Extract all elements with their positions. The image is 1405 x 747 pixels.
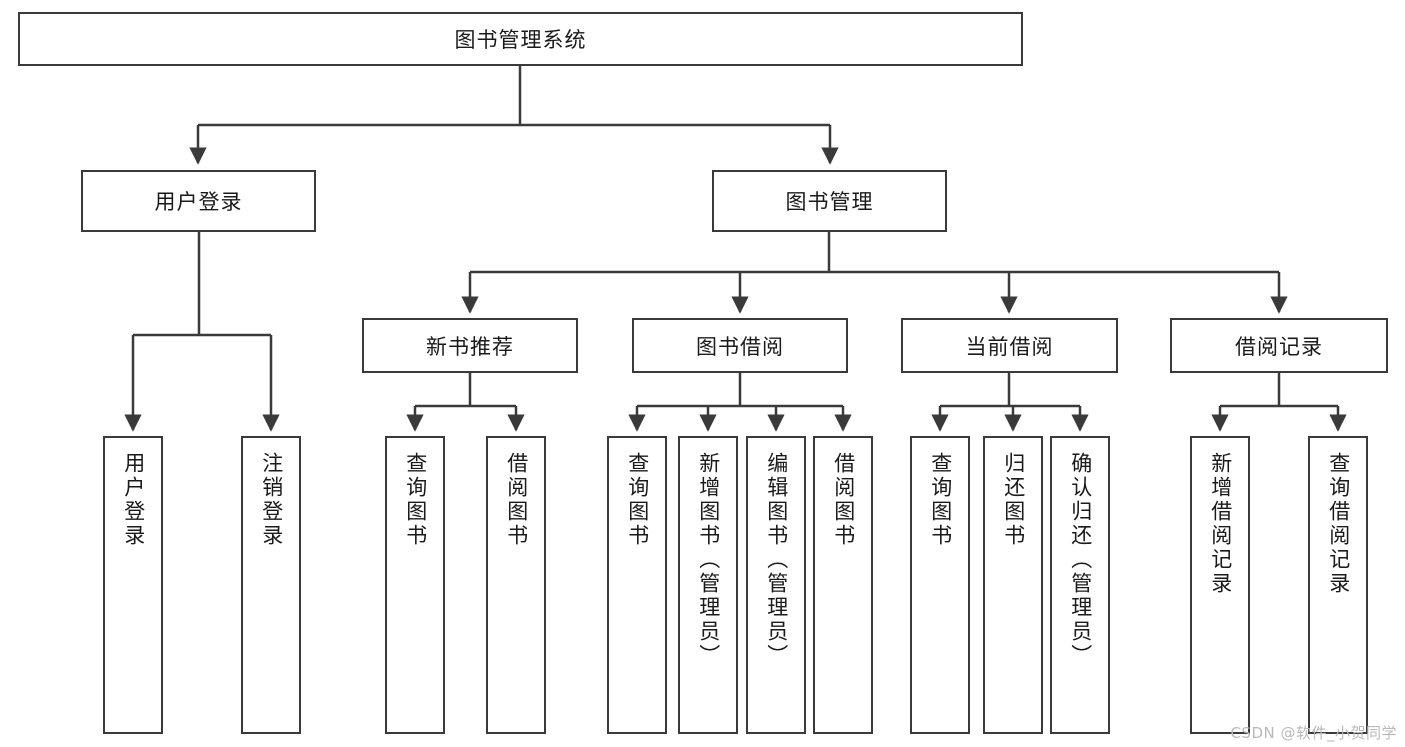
leaf-current-confirm-return[interactable]: 确认归还（管理员） — [1050, 436, 1110, 734]
node-book-manage[interactable]: 图书管理 — [712, 170, 947, 232]
leaf-current-return-book[interactable]: 归还图书 — [983, 436, 1043, 734]
leaf-borrow-add-book[interactable]: 新增图书（管理员） — [678, 436, 738, 734]
node-root-label: 图书管理系统 — [454, 28, 587, 52]
node-user-login[interactable]: 用户登录 — [81, 170, 316, 232]
leaf-borrow-add-book-label: 新增图书（管理员） — [696, 452, 721, 668]
node-book-borrow[interactable]: 图书借阅 — [632, 318, 848, 373]
node-book-manage-label: 图书管理 — [785, 190, 874, 214]
leaf-user-login[interactable]: 用户登录 — [103, 436, 163, 734]
leaf-borrow-edit-book-label: 编辑图书（管理员） — [764, 452, 789, 668]
leaf-current-confirm-return-label: 确认归还（管理员） — [1068, 452, 1093, 668]
node-new-book-recommend[interactable]: 新书推荐 — [362, 318, 578, 373]
leaf-logout-label: 注销登录 — [259, 452, 284, 548]
node-current-borrow[interactable]: 当前借阅 — [901, 318, 1118, 373]
watermark-text: CSDN @软件_小贺同学 — [1230, 724, 1397, 742]
leaf-borrow-query-book-label: 查询图书 — [625, 452, 650, 548]
node-new-book-recommend-label: 新书推荐 — [426, 334, 514, 359]
leaf-borrow-borrow-book-label: 借阅图书 — [831, 452, 856, 548]
leaf-record-add[interactable]: 新增借阅记录 — [1190, 436, 1250, 734]
leaf-newbook-query-book-label: 查询图书 — [403, 452, 428, 548]
leaf-user-login-label: 用户登录 — [121, 452, 146, 548]
leaf-current-query-book-label: 查询图书 — [928, 452, 953, 548]
node-borrow-record[interactable]: 借阅记录 — [1170, 318, 1388, 373]
node-borrow-record-label: 借阅记录 — [1235, 334, 1323, 359]
leaf-borrow-edit-book[interactable]: 编辑图书（管理员） — [746, 436, 806, 734]
leaf-record-add-label: 新增借阅记录 — [1208, 452, 1233, 596]
node-book-borrow-label: 图书借阅 — [696, 334, 784, 359]
leaf-logout[interactable]: 注销登录 — [241, 436, 301, 734]
node-user-login-label: 用户登录 — [154, 190, 243, 214]
leaf-newbook-borrow-book[interactable]: 借阅图书 — [486, 436, 546, 734]
leaf-newbook-query-book[interactable]: 查询图书 — [385, 436, 445, 734]
leaf-record-query-label: 查询借阅记录 — [1326, 452, 1351, 596]
leaf-current-query-book[interactable]: 查询图书 — [910, 436, 970, 734]
leaf-record-query[interactable]: 查询借阅记录 — [1308, 436, 1368, 734]
leaf-current-return-book-label: 归还图书 — [1001, 452, 1026, 548]
node-current-borrow-label: 当前借阅 — [965, 334, 1054, 359]
leaf-borrow-query-book[interactable]: 查询图书 — [607, 436, 667, 734]
leaf-borrow-borrow-book[interactable]: 借阅图书 — [813, 436, 873, 734]
leaf-newbook-borrow-book-label: 借阅图书 — [504, 452, 529, 548]
node-root[interactable]: 图书管理系统 — [18, 12, 1023, 66]
